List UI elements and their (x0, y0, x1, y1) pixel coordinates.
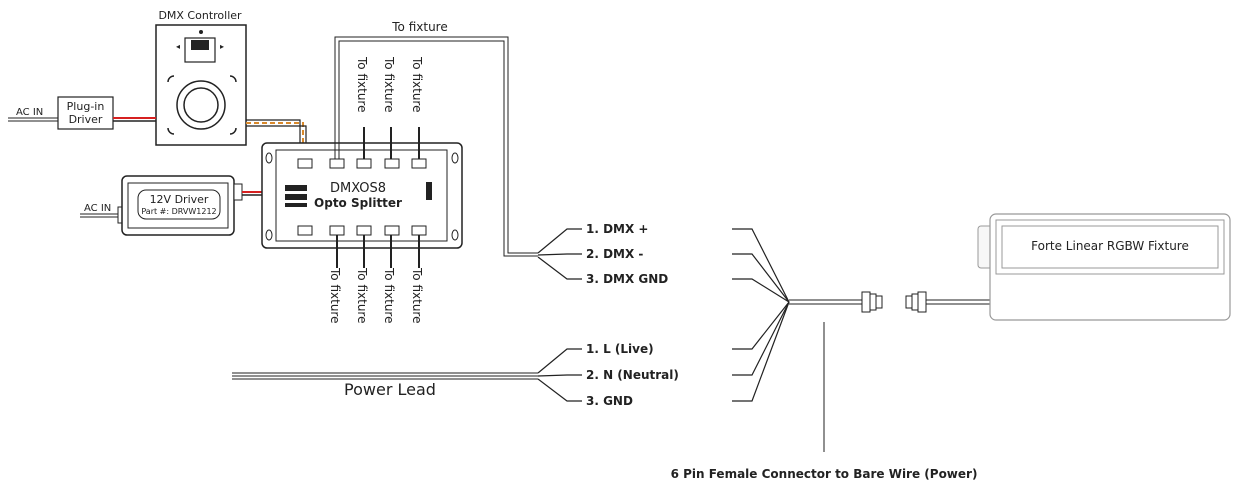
live-label: 1. L (Live) (586, 342, 654, 356)
connector-pair (861, 291, 927, 313)
dmx-controller-label: DMX Controller (158, 9, 242, 22)
ac-in-label-1: AC IN (16, 107, 43, 118)
to-fixture-bottom-3: To fixture (382, 267, 396, 323)
svg-text:▸: ▸ (220, 42, 224, 51)
to-fixture-bottom-2: To fixture (355, 267, 369, 323)
dmx-controller: ◂ ▸ (155, 24, 247, 146)
gnd-label: 3. GND (586, 394, 633, 408)
svg-text:◂: ◂ (176, 42, 180, 51)
connector-caption: 6 Pin Female Connector to Bare Wire (Pow… (671, 467, 978, 481)
dmx-minus-label: 2. DMX - (586, 247, 643, 261)
forte-linear-fixture: Forte Linear RGBW Fixture (977, 213, 1231, 321)
splitter-model: DMXOS8 (330, 181, 386, 196)
dmx-gnd-label: 3. DMX GND (586, 272, 668, 286)
fixture-name: Forte Linear RGBW Fixture (1031, 239, 1189, 253)
12v-driver-part: Part #: DRVW1212 (141, 207, 216, 216)
to-fixture-main-label: To fixture (391, 20, 447, 34)
ac-in-label-2: AC IN (84, 203, 111, 214)
to-fixture-bottom-4: To fixture (410, 267, 424, 323)
opto-splitter: DMXOS8 Opto Splitter (261, 142, 463, 249)
to-fixture-top-1: To fixture (355, 56, 369, 112)
splitter-name: Opto Splitter (314, 196, 402, 210)
power-lead-label: Power Lead (344, 380, 436, 399)
dmx-plus-label: 1. DMX + (586, 222, 648, 236)
neutral-label: 2. N (Neutral) (586, 368, 679, 382)
to-fixture-top-3: To fixture (410, 56, 424, 112)
to-fixture-top-2: To fixture (382, 56, 396, 112)
plug-in-driver-label-2: Driver (69, 113, 103, 126)
to-fixture-bottom-1: To fixture (328, 267, 342, 323)
plug-in-driver (57, 96, 114, 130)
plug-in-driver-label-1: Plug-in (67, 100, 105, 113)
12v-driver-name: 12V Driver (150, 193, 209, 206)
